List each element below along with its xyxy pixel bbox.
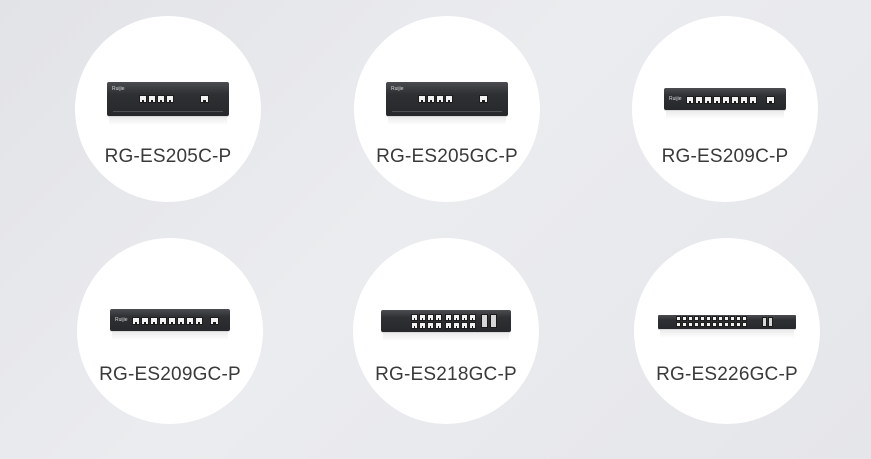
brand-logo: Ruijie: [112, 86, 125, 92]
product-model-label: RG-ES226GC-P: [656, 364, 798, 385]
port-group: [418, 95, 453, 103]
uplink-port: [210, 317, 219, 325]
product-card-es218gc-p[interactable]: RG-ES218GC-P: [353, 238, 539, 424]
product-card-es209gc-p[interactable]: Ruijie RG-ES209GC-P: [77, 238, 263, 424]
port-group: [132, 317, 203, 325]
uplink-port: [200, 95, 209, 103]
switch-image: Ruijie: [110, 309, 230, 340]
port-group: [686, 96, 757, 104]
sfp-port: [490, 314, 497, 328]
switch-image: Ruijie: [664, 88, 786, 119]
product-card-es205c-p[interactable]: Ruijie RG-ES205C-P: [75, 16, 261, 202]
product-model-label: RG-ES209GC-P: [99, 364, 241, 385]
switch-image: Ruijie: [107, 82, 229, 125]
product-model-label: RG-ES205GC-P: [376, 146, 518, 167]
sfp-port: [762, 317, 767, 327]
product-model-label: RG-ES218GC-P: [375, 364, 517, 385]
port-group: [411, 314, 442, 329]
switch-image: [658, 315, 796, 338]
port-group: [445, 314, 476, 329]
product-card-es209c-p[interactable]: Ruijie RG-ES209C-P: [632, 16, 818, 202]
sfp-port: [768, 317, 773, 327]
port-group: [676, 316, 747, 327]
uplink-port: [479, 95, 488, 103]
brand-logo: Ruijie: [669, 96, 682, 102]
port-group: [139, 95, 174, 103]
brand-logo: Ruijie: [391, 86, 404, 92]
product-card-es226gc-p[interactable]: RG-ES226GC-P: [634, 238, 820, 424]
sfp-port: [481, 314, 488, 328]
uplink-port: [766, 96, 775, 104]
brand-logo: Ruijie: [115, 317, 128, 323]
product-card-es205gc-p[interactable]: Ruijie RG-ES205GC-P: [354, 16, 540, 202]
product-model-label: RG-ES205C-P: [104, 146, 232, 167]
switch-image: [381, 310, 511, 341]
product-model-label: RG-ES209C-P: [661, 146, 789, 167]
switch-image: Ruijie: [386, 82, 508, 125]
